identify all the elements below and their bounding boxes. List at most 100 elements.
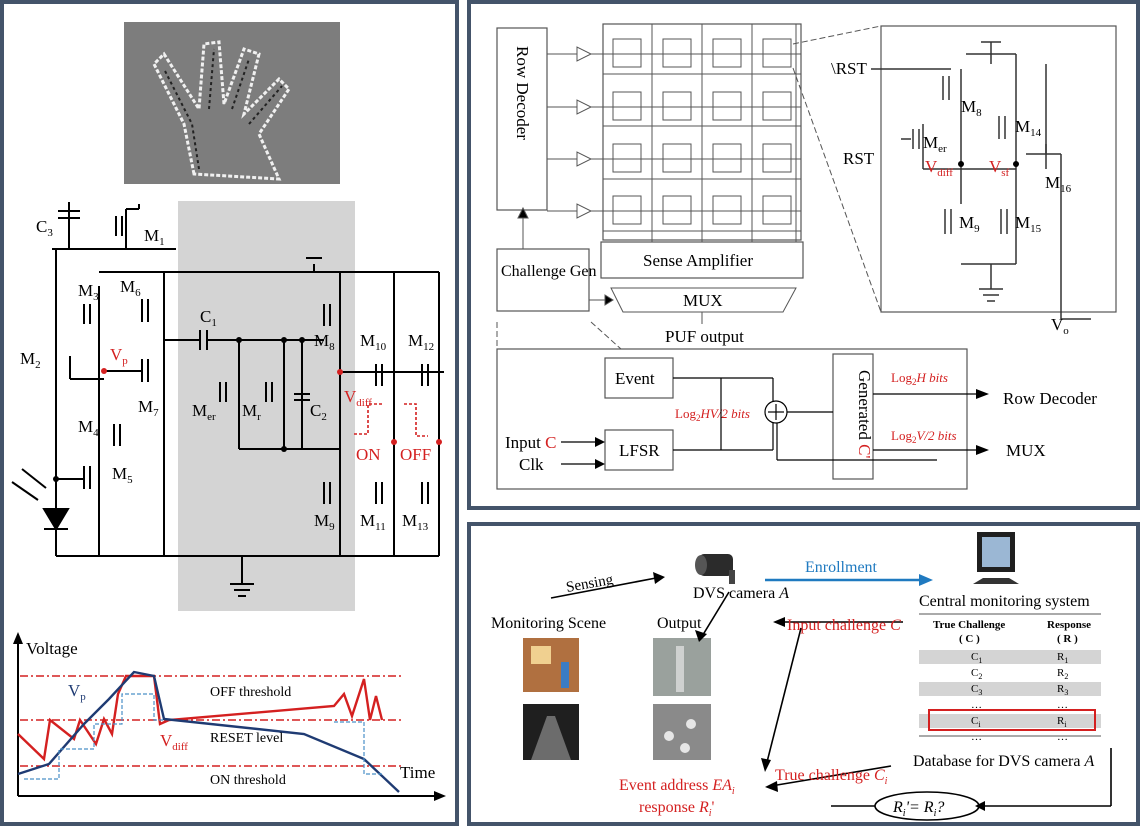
label-m1: M1 [144,226,165,248]
label-m15: M15 [1015,213,1042,235]
generated-c-label: Generated C' [855,370,874,459]
input-c-label: Input C [505,433,556,452]
circuit-wires [11,202,444,597]
table-cell: Ci [971,715,981,729]
pulse-markers [354,403,428,437]
pixel-grid [612,38,792,225]
database-label: Database for DVS camera A [913,753,1094,770]
label-m7: M7 [138,397,159,419]
label-m9-detail: M9 [959,213,980,235]
label-m11: M11 [360,511,386,533]
event-label: Event [615,369,655,388]
left-panel: C3 M1 M2 M3 M4 M5 M6 M7 Vp C1 Mer Mr C2 … [0,0,459,826]
table-cell: … [971,699,982,711]
challenge-gen-detail-box [496,348,968,490]
table-cell: R3 [1057,683,1068,697]
compare-label: Ri'= Ri? [892,799,944,819]
table-header-response-sub: ( R ) [1057,633,1078,645]
response-label: response Ri' [639,799,715,819]
label-m4: M4 [78,417,99,439]
mux-output-label: MUX [1006,441,1046,460]
node-dots [101,368,442,445]
label-m12: M12 [408,331,434,353]
table-header-response: Response [1047,619,1091,631]
mux-label: MUX [683,291,723,310]
pixel-detail-box [880,25,1117,313]
shaded-region [178,201,355,611]
monitoring-scene-images [523,638,711,760]
label-c1: C1 [200,307,217,329]
top-right-panel: Row Decoder Challenge Gen Sense Amplifie… [467,0,1140,510]
label-mer: Mer [192,401,216,423]
label-m3: M3 [78,281,99,303]
off-threshold-label: OFF threshold [210,685,291,700]
clk-label: Clk [519,455,544,474]
monitoring-scene-label: Monitoring Scene [491,615,606,632]
rst-label: RST [843,149,875,168]
label-m2: M2 [20,349,41,371]
voltage-graph: Voltage Time Vp Vdiff OFF threshold RESE… [13,632,446,801]
label-mer-detail: Mer [923,133,947,155]
input-challenge-label: Input challenge C [787,617,901,634]
sensing-label: Sensing [565,572,615,596]
monitor-icon [973,532,1019,584]
table-cell: C1 [971,651,982,665]
enrollment-diagram: Enrollment Sensing DVS camera A Central … [491,532,1112,821]
graph-vp-label: Vp [68,681,86,703]
graph-voltage-label: Voltage [26,639,78,658]
lfsr-label: LFSR [619,441,660,460]
table-header-challenge-sub: ( C ) [959,633,980,645]
dvs-hand-image [124,22,340,184]
bottom-right-panel: Enrollment Sensing DVS camera A Central … [467,522,1140,826]
rst-bar-label: \RST [831,59,868,78]
event-address-label: Event address EAi [619,777,735,797]
pixel-detail-circuit [871,41,1091,320]
on-threshold-label: ON threshold [210,773,286,788]
table-cell: … [971,731,982,743]
challenge-gen-box [496,248,590,312]
response-table [919,613,1101,737]
sense-amplifier-label: Sense Amplifier [643,251,753,270]
pixel-circuit-diagram: C3 M1 M2 M3 M4 M5 M6 M7 Vp C1 Mer Mr C2 … [11,22,446,801]
camera-icon [695,554,735,584]
output-label: Output [657,615,702,632]
true-challenge-label: True challenge Ci [775,767,888,787]
label-m16: M16 [1045,173,1072,195]
enrollment-label: Enrollment [805,559,878,576]
label-m6: M6 [120,277,141,299]
label-vsf: Vsf [989,157,1010,179]
label-vdiff: Vdiff [344,387,372,409]
label-m14: M14 [1015,117,1042,139]
reset-level-label: RESET level [210,731,283,746]
label-c3: C3 [36,217,53,239]
log-hv-label: Log2HV/2 bits [675,406,750,423]
label-m8-detail: M8 [961,97,982,119]
table-cell: C3 [971,683,982,697]
log-h-label: Log2H bits [891,370,948,387]
dvs-camera-label: DVS camera A [693,585,789,602]
label-mr: Mr [242,401,261,423]
puf-architecture-diagram: Row Decoder Challenge Gen Sense Amplifie… [496,23,1117,490]
challenge-label: Challenge Gen [501,263,597,280]
table-cell: R2 [1057,667,1068,681]
central-monitoring-label: Central monitoring system [919,593,1090,610]
label-vo: Vo [1051,315,1069,337]
log-v-label: Log2V/2 bits [891,428,957,445]
table-cell: … [1057,731,1068,743]
label-m5: M5 [112,464,133,486]
table-cell: C2 [971,667,982,681]
label-m8: M8 [314,331,335,353]
label-on: ON [356,445,381,464]
label-vdiff-detail: Vdiff [925,157,953,179]
row-decoder-label: Row Decoder [513,46,532,140]
label-m10: M10 [360,331,387,353]
graph-vdiff-label: Vdiff [160,731,188,753]
row-decoder-output-label: Row Decoder [1003,389,1097,408]
label-off: OFF [400,445,431,464]
puf-output-label: PUF output [665,327,744,346]
generated-c-box [832,353,874,480]
label-vp: Vp [110,345,128,367]
table-cell: … [1057,699,1068,711]
table-cell: R1 [1057,651,1068,665]
label-m13: M13 [402,511,429,533]
